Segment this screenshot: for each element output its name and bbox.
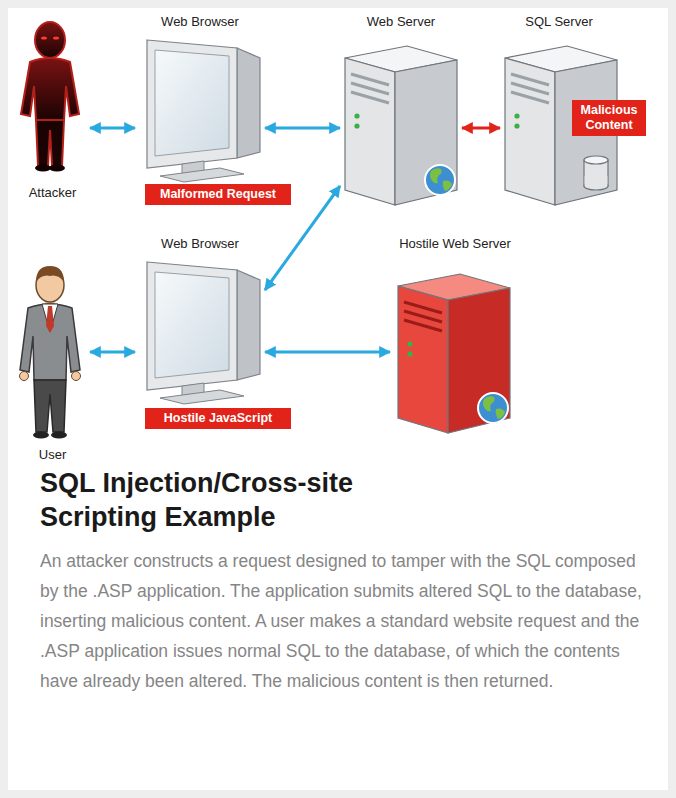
web-server: Web Server <box>340 14 462 209</box>
user-shoe <box>33 432 49 439</box>
database-top <box>584 156 608 164</box>
globe-icon <box>425 165 455 195</box>
hostile-server-icon <box>398 274 510 433</box>
warning-tag: Malicious Content <box>572 100 646 136</box>
node-label: Web Browser <box>161 236 239 251</box>
attacker-figure <box>21 22 79 172</box>
attacker-eye <box>41 36 47 39</box>
hostile-web-server: Hostile Web Server <box>390 236 520 451</box>
node-label: Hostile JavaScript <box>149 411 287 426</box>
node-label: Hostile Web Server <box>399 236 511 251</box>
monitor-icon <box>147 262 260 404</box>
server-icon <box>345 46 457 205</box>
globe-icon <box>478 393 508 423</box>
node-label: Web Browser <box>161 14 239 29</box>
bidirectional-arrow <box>90 351 135 354</box>
diagram-title: SQL Injection/Cross-site Scripting Examp… <box>40 466 460 534</box>
sql-server: SQL ServerMalicious Content <box>500 14 618 209</box>
monitor-icon <box>147 40 260 182</box>
bidirectional-arrow <box>265 351 390 354</box>
bidirectional-arrow <box>265 127 340 130</box>
user-jacket <box>20 304 80 380</box>
attacker-figure: Attacker <box>15 14 90 200</box>
user-shirt <box>42 304 58 332</box>
attacker-body <box>21 58 79 120</box>
node-label: User <box>39 447 66 462</box>
attacker-shoe <box>35 165 51 172</box>
warning-tag: Malformed Request <box>145 184 291 205</box>
web-browser: Web BrowserMalformed Request <box>135 14 265 208</box>
bidirectional-arrow <box>90 127 135 130</box>
bidirectional-arrow <box>462 127 500 130</box>
database-icon <box>584 156 608 190</box>
node-label: SQL Server <box>525 14 592 29</box>
user-figure <box>20 266 81 439</box>
user-hand <box>72 372 81 381</box>
user-tie <box>46 306 54 333</box>
diagram-caption: An attacker constructs a request designe… <box>40 546 650 696</box>
user-hair <box>36 266 64 282</box>
database-fill <box>585 176 608 186</box>
node-label: Web Server <box>367 14 435 29</box>
user-shoe <box>51 432 67 439</box>
node-label: Malformed Request <box>149 187 287 202</box>
user-trousers <box>34 380 66 432</box>
user-hand <box>20 372 29 381</box>
attacker-shoe <box>49 165 65 172</box>
attacker-head <box>35 22 65 58</box>
node-label: Malicious Content <box>576 103 642 133</box>
user-figure: User <box>15 236 90 462</box>
attacker-eye <box>53 36 59 39</box>
web-browser: Web BrowserHostile JavaScript <box>135 236 265 436</box>
warning-tag: Hostile JavaScript <box>145 408 291 429</box>
attacker-legs <box>36 120 64 166</box>
node-label: Attacker <box>29 185 77 200</box>
